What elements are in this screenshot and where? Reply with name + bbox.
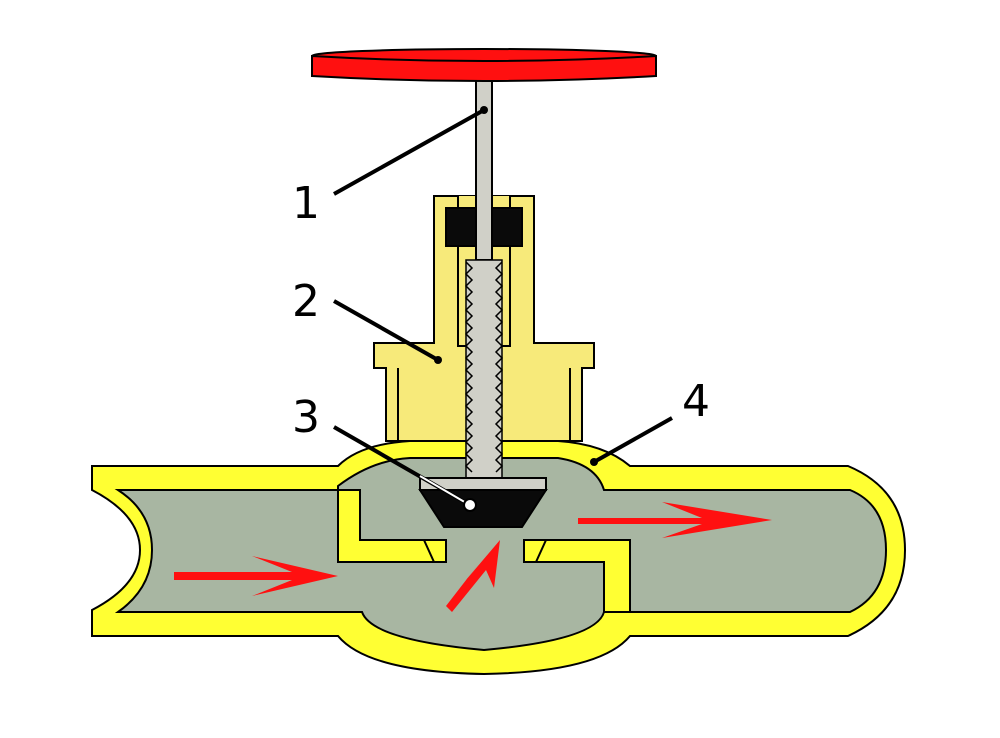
seat-left-lip: [422, 539, 447, 563]
fluid-channel: [114, 457, 888, 652]
leader-dot-4: [590, 458, 598, 466]
leader-line-1: [333, 108, 485, 196]
label-4: 4: [682, 376, 710, 427]
leader-line-2: [333, 299, 439, 362]
label-3: 3: [292, 392, 320, 443]
flow-arrow-seat: [446, 540, 500, 612]
stem-threads: [464, 261, 504, 473]
label-2: 2: [292, 276, 320, 327]
flow-arrow-inlet: [174, 556, 338, 596]
leader-line-3-highlight: [419, 475, 469, 505]
leader-dot-1: [480, 106, 488, 114]
label-1: 1: [292, 178, 320, 229]
stem-thread-zigzag: [494, 261, 504, 473]
leader-dot-2: [434, 356, 442, 364]
handwheel: [311, 54, 657, 82]
leader-line-4: [593, 416, 673, 464]
seat-right-lip: [523, 539, 548, 563]
leader-dot-3: [463, 498, 477, 512]
flow-arrow-outlet: [578, 502, 772, 538]
stem-thread-zigzag: [464, 261, 474, 473]
stem-upper: [475, 77, 493, 261]
valve-disc: [418, 489, 548, 528]
